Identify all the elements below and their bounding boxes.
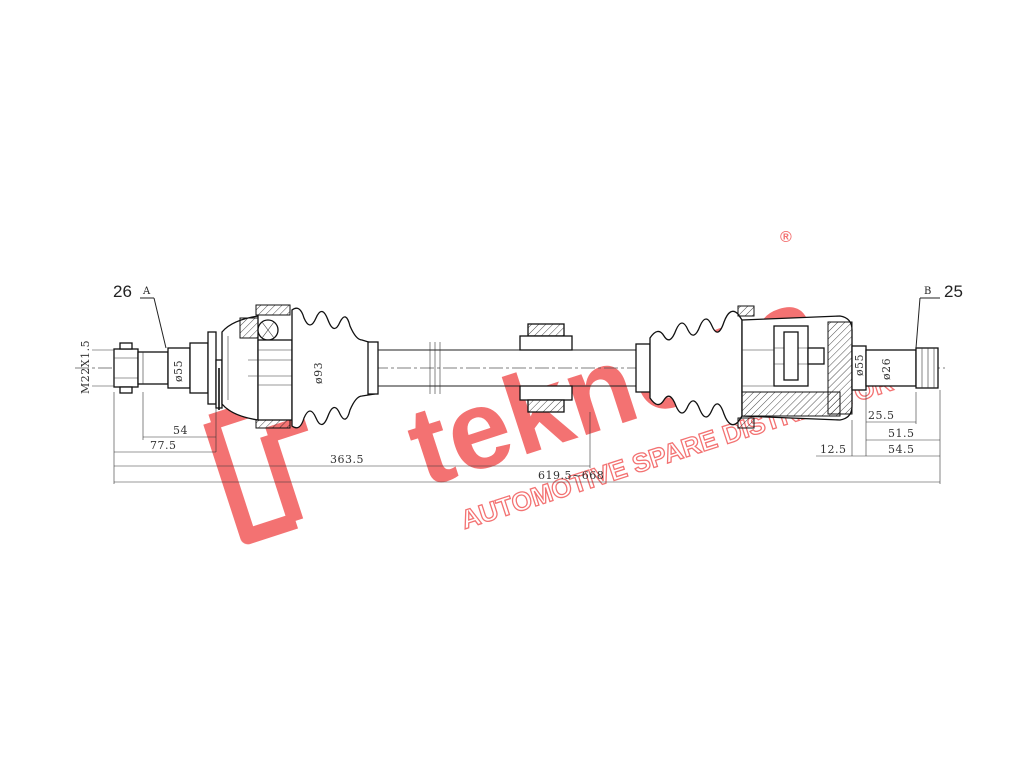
registered-mark: ® [780,229,792,246]
diameter-left-seal: ø55 [172,360,185,382]
inner-boot [635,310,743,426]
dim-54-5: 54.5 [888,443,915,456]
dim-363-5: 363.5 [330,453,364,466]
axle-shaft [378,323,640,413]
outer-cv-joint [113,304,300,429]
callout-left: 26 A [113,282,167,349]
dim-51-5: 51.5 [888,427,915,440]
outer-boot [291,307,379,429]
callout-left-number: 26 [113,282,132,301]
dim-54: 54 [173,424,188,437]
dim-77-5: 77.5 [150,439,177,452]
thread-label: M22X1.5 [79,340,92,394]
callout-right-number: 25 [944,282,963,301]
dim-25-5: 25.5 [868,409,895,422]
callout-left-letter: A [142,286,151,297]
diameter-right-seal: ø55 [853,354,866,376]
dim-total-length: 619.5~668 [538,469,604,482]
diameter-left-boot: ø93 [312,362,325,384]
callout-right-letter: B [924,286,931,297]
diameter-right-shaft: ø26 [880,358,893,380]
callout-right: 25 B [915,282,963,349]
dim-12-5: 12.5 [820,443,847,456]
inner-tripod-joint [737,305,939,429]
dimension-lines [113,390,941,484]
